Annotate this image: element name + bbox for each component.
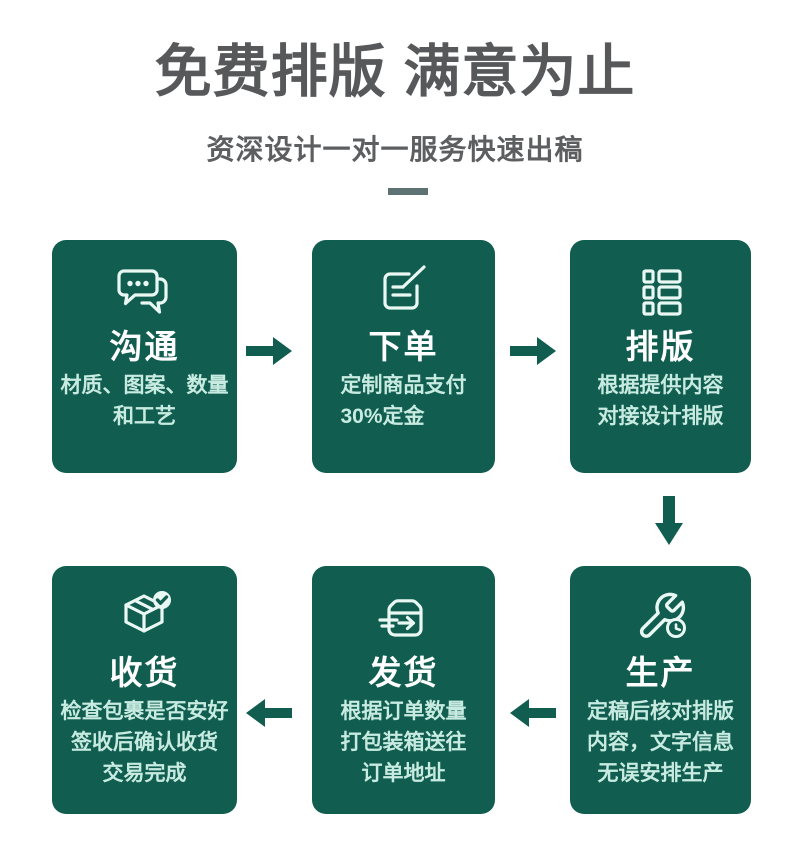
desc-line: 无误安排生产: [597, 762, 724, 785]
step-desc: 材质、图案、数量 和工艺: [61, 370, 229, 432]
desc-line: 定制商品支付: [340, 374, 467, 397]
desc-line: 内容，文字信息: [587, 731, 734, 754]
desc-line: 检查包裹是否安好: [60, 700, 229, 723]
step-card-order: 下单 定制商品支付 30%定金: [312, 240, 495, 473]
step-title: 沟通: [109, 328, 180, 365]
step-card-ship: 发货 根据订单数量 打包装箱送往 订单地址: [312, 566, 495, 814]
step-title: 生产: [625, 654, 696, 691]
desc-line: 材质、图案、数量: [60, 374, 229, 397]
desc-line: 根据提供内容: [597, 374, 724, 397]
desc-line: 打包装箱送往: [340, 731, 467, 754]
desc-line: 和工艺: [113, 405, 176, 428]
arrow-left-icon: [246, 699, 292, 727]
arrow-right-icon: [510, 337, 556, 365]
desc-line: 交易完成: [102, 762, 187, 785]
step-card-produce: 生产 定稿后核对排版 内容，文字信息 无误安排生产: [570, 566, 751, 814]
desc-line: 定稿后核对排版: [587, 700, 734, 723]
desc-line: 对接设计排版: [597, 405, 724, 428]
wrench-clock-icon: [639, 592, 686, 638]
step-card-receive: 收货 检查包裹是否安好 签收后确认收货 交易完成: [52, 566, 237, 814]
step-title: 排版: [625, 328, 696, 365]
arrow-left-icon: [510, 699, 556, 727]
step-desc: 根据订单数量 打包装箱送往 订单地址: [341, 696, 467, 789]
step-card-typeset: 排版 根据提供内容 对接设计排版: [570, 240, 751, 473]
step-title: 收货: [109, 654, 180, 691]
step-desc: 定稿后核对排版 内容，文字信息 无误安排生产: [587, 696, 734, 789]
step-desc: 定制商品支付 30%定金: [341, 370, 467, 432]
desc-line: 根据订单数量: [340, 700, 467, 723]
title-divider: [388, 188, 428, 195]
desc-line: 30%定金: [340, 405, 425, 428]
desc-line: 订单地址: [361, 762, 446, 785]
step-title: 下单: [368, 328, 439, 365]
step-desc: 检查包裹是否安好 签收后确认收货 交易完成: [61, 696, 229, 789]
shipping-box-icon: [377, 599, 423, 637]
order-form-icon: [382, 265, 426, 310]
step-card-communicate: 沟通 材质、图案、数量 和工艺: [52, 240, 237, 473]
arrow-down-icon: [655, 496, 683, 545]
step-title: 发货: [368, 654, 439, 691]
desc-line: 签收后确认收货: [71, 731, 218, 754]
page-title: 免费排版 满意为止: [154, 40, 636, 104]
page-subtitle: 资深设计一对一服务快速出稿: [206, 134, 584, 165]
layout-list-icon: [641, 269, 682, 316]
chat-bubbles-icon: [116, 269, 168, 314]
step-desc: 根据提供内容 对接设计排版: [598, 370, 724, 432]
package-check-icon: [123, 591, 171, 633]
arrow-right-icon: [246, 337, 292, 365]
